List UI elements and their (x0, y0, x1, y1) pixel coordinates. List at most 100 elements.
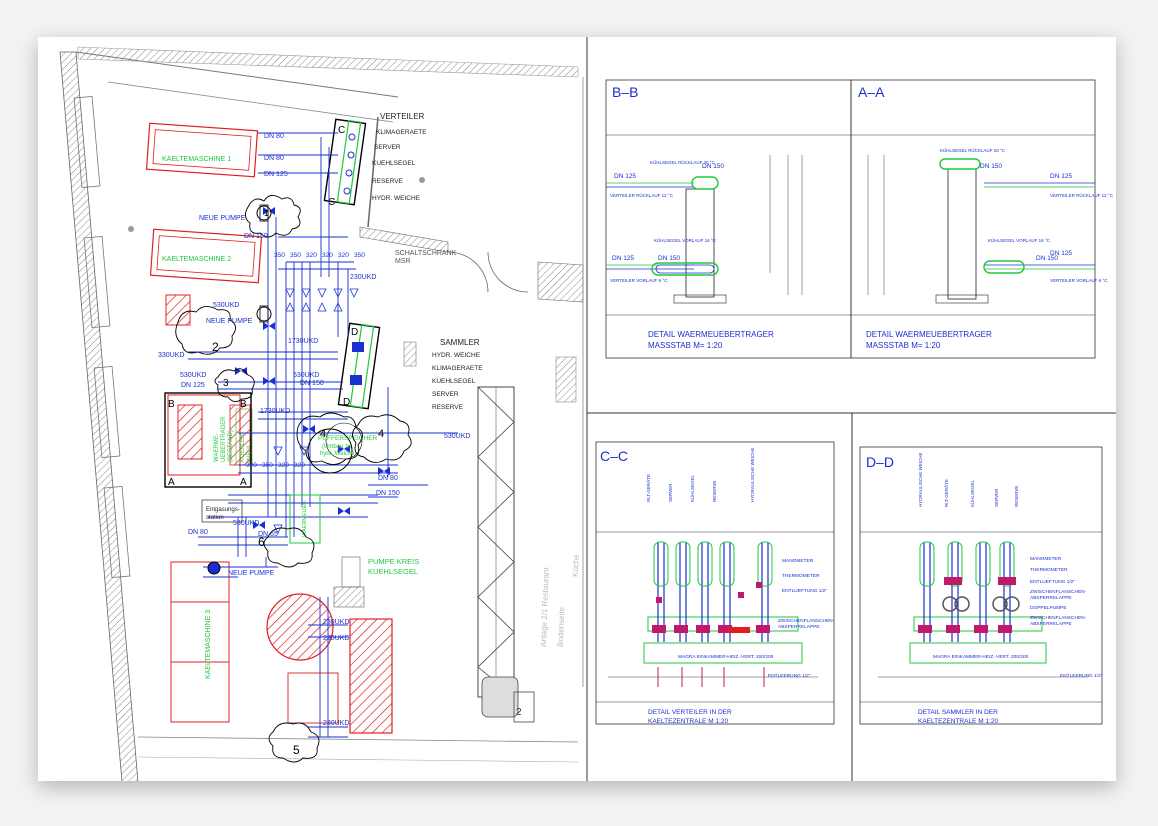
svg-text:ABSPERRKLAPPE: ABSPERRKLAPPE (1030, 621, 1072, 627)
svg-text:350: 350 (354, 252, 365, 259)
green-module[interactable]: WAERMEUEB. (289, 494, 321, 544)
pump-1[interactable]: NEUE PUMPE (199, 204, 272, 222)
west-wall (59, 51, 139, 781)
svg-text:DN 65: DN 65 (258, 531, 278, 538)
svg-text:ENTLEERUNG 1/2": ENTLEERUNG 1/2" (1060, 673, 1103, 679)
kaeltemaschine-1[interactable]: KAELTEMASCHINE 1 (145, 122, 259, 178)
msr-label: MSR (395, 258, 411, 265)
detail-b-b-title: B–B (612, 84, 638, 100)
svg-text:DN 125: DN 125 (181, 382, 205, 389)
svg-text:UEBERTRAGER: UEBERTRAGER (221, 416, 227, 462)
verteiler[interactable]: C C VERTEILER KLIMAGERAETE SERVER KUEHLS… (323, 112, 427, 208)
pufferspeicher-hatched[interactable] (266, 556, 393, 734)
svg-text:RLT-GERÄTE: RLT-GERÄTE (943, 479, 949, 507)
svg-text:4: 4 (320, 428, 326, 440)
svg-text:RESERVE: RESERVE (712, 481, 717, 502)
svg-text:ENTLUEFTUNG 1/2": ENTLUEFTUNG 1/2" (782, 588, 827, 594)
svg-text:KÜHLSEGEL VORLAUF 16 °C: KÜHLSEGEL VORLAUF 16 °C (988, 237, 1051, 243)
svg-text:Anlage 2/1 Restaurant: Anlage 2/1 Restaurant (539, 566, 551, 647)
svg-text:RESERVE: RESERVE (372, 178, 404, 185)
svg-text:ABSPERRKLAPPE: ABSPERRKLAPPE (1030, 595, 1072, 601)
svg-text:DN 150: DN 150 (244, 233, 268, 240)
svg-text:230UKD: 230UKD (323, 635, 349, 642)
svg-text:2: 2 (516, 707, 522, 718)
svg-text:MASSSTAB M= 1:20: MASSSTAB M= 1:20 (648, 341, 723, 350)
svg-text:RLT-GERÄTE: RLT-GERÄTE (645, 474, 651, 502)
svg-text:KÜHLSEGEL RÜCKLAUF 20 °C: KÜHLSEGEL RÜCKLAUF 20 °C (650, 159, 716, 165)
svg-text:C: C (328, 197, 335, 208)
svg-text:4: 4 (378, 428, 384, 440)
svg-text:KUEHLER: KUEHLER (240, 433, 246, 462)
svg-text:KÜHLSEGEL: KÜHLSEGEL (969, 479, 975, 507)
svg-text:320: 320 (306, 252, 317, 259)
neue-pumpe-2-label: NEUE PUMPE (206, 318, 253, 325)
detail-c-c-title: C–C (600, 448, 628, 464)
svg-text:DN 125: DN 125 (264, 171, 288, 178)
svg-text:HYDRAULISCHE WEICHE: HYDRAULISCHE WEICHE (750, 447, 755, 502)
svg-text:D: D (351, 327, 358, 338)
svg-text:330UKD: 330UKD (158, 352, 184, 359)
pump-2[interactable]: NEUE PUMPE (206, 305, 272, 325)
svg-text:5: 5 (293, 743, 300, 757)
svg-text:DN 150: DN 150 (1036, 255, 1058, 262)
svg-text:2: 2 (212, 340, 219, 354)
kaeltemaschine-2[interactable]: KAELTEMASCHINE 2 (149, 228, 263, 284)
svg-text:A: A (168, 477, 175, 488)
kaeltemaschine-3[interactable]: KAELTEMASCHINE 3 (170, 561, 230, 723)
svg-text:DN 80: DN 80 (264, 155, 284, 162)
svg-text:KAELTEZENTRALE M 1:20: KAELTEZENTRALE M 1:20 (918, 718, 998, 725)
entgasungsstation[interactable]: Entgasungs- station (201, 499, 243, 523)
north-wall (77, 46, 579, 78)
svg-text:1: 1 (264, 208, 269, 218)
svg-text:DN 150: DN 150 (980, 163, 1002, 170)
svg-text:230UKD: 230UKD (323, 720, 349, 727)
neue-pumpe-1-label: NEUE PUMPE (199, 215, 246, 222)
pipe-header-labels: 350 350 320 320 320 350 320 350 320 320 (246, 252, 365, 469)
svg-text:DETAIL WAERMEUEBERTRAGER: DETAIL WAERMEUEBERTRAGER (648, 330, 774, 339)
svg-text:350: 350 (262, 462, 273, 469)
svg-text:DETAIL VERTEILER IN DER: DETAIL VERTEILER IN DER (648, 709, 732, 716)
kaeltemaschine-2-label: KAELTEMASCHINE 2 (162, 256, 231, 263)
detail-a-a[interactable]: A–A DN 150 DN 125 DN 150 DN 125 KÜHLSEGE… (850, 79, 1114, 359)
svg-text:MANOMETER: MANOMETER (782, 558, 814, 564)
svg-text:320: 320 (294, 462, 305, 469)
pufferspeicher[interactable]: PUFFERSPEICHER (Umbau zu hydr. Weiche) (307, 422, 378, 474)
svg-text:Bodenseite: Bodenseite (556, 606, 566, 647)
svg-text:KUEHLSEGEL: KUEHLSEGEL (372, 160, 416, 167)
svg-text:DETAIL SAMMLER IN DER: DETAIL SAMMLER IN DER (918, 709, 998, 716)
svg-text:MASSSTAB M= 1:20: MASSSTAB M= 1:20 (866, 341, 941, 350)
floor-plan: 2 Anlage 2/1 Restaurant Bodenseite Küche (59, 46, 584, 781)
svg-text:C: C (338, 125, 345, 136)
svg-text:1730UKD: 1730UKD (260, 408, 290, 415)
drawing-sheet: 2 Anlage 2/1 Restaurant Bodenseite Küche… (38, 37, 1116, 781)
header-arrows (273, 288, 359, 534)
svg-text:530UKD: 530UKD (180, 372, 206, 379)
svg-text:230UKD: 230UKD (350, 274, 376, 281)
svg-text:DN 80: DN 80 (188, 529, 208, 536)
svg-text:A: A (240, 477, 247, 488)
svg-text:SERVER: SERVER (994, 488, 999, 507)
detail-d-d[interactable]: D–D MANOMETER THERMOMETER ENTLU (859, 446, 1103, 725)
svg-text:KÜHLSEGEL RÜCKLAUF 20 °C: KÜHLSEGEL RÜCKLAUF 20 °C (940, 147, 1006, 153)
pump-3[interactable]: NEUE PUMPE (207, 561, 275, 577)
svg-text:MANOMETER: MANOMETER (1030, 556, 1062, 562)
svg-text:SERVER: SERVER (374, 144, 401, 151)
cad-drawing: 2 Anlage 2/1 Restaurant Bodenseite Küche… (59, 37, 1116, 781)
svg-text:HYDR. WEICHE: HYDR. WEICHE (372, 195, 421, 202)
svg-text:DN 150: DN 150 (702, 163, 724, 170)
svg-text:KÜHLSEGEL VORLAUF 16 °C: KÜHLSEGEL VORLAUF 16 °C (654, 237, 717, 243)
waermeuebertrager[interactable]: WAERME- UEBERTRAGER (BESTAND) (167, 394, 251, 476)
detail-c-c[interactable]: C–C (595, 441, 835, 725)
svg-text:HYDR. WEICHE: HYDR. WEICHE (432, 352, 481, 359)
svg-text:530UKD: 530UKD (213, 302, 239, 309)
svg-text:KAELTEZENTRALE M 1:20: KAELTEZENTRALE M 1:20 (648, 718, 728, 725)
detail-b-b[interactable]: B–B DN 150 DN 125 DN 125 DN 150 KÜHLSEGE… (605, 79, 852, 359)
svg-text:320: 320 (246, 462, 257, 469)
kaeltemaschine-1-label: KAELTEMASCHINE 1 (162, 156, 231, 163)
svg-text:KLIMAGERAETE: KLIMAGERAETE (376, 129, 427, 136)
kuehlsegel-label: KUEHLSEGEL (368, 567, 418, 576)
svg-text:WAERMEUEB.: WAERMEUEB. (302, 499, 308, 537)
svg-text:ENTLUEFTUNG 1/2": ENTLUEFTUNG 1/2" (1030, 579, 1075, 585)
svg-text:DN 150: DN 150 (300, 380, 324, 387)
sammler[interactable]: D D SAMMLER HYDR. WEICHE KLIMAGERAETE KU… (337, 322, 483, 411)
